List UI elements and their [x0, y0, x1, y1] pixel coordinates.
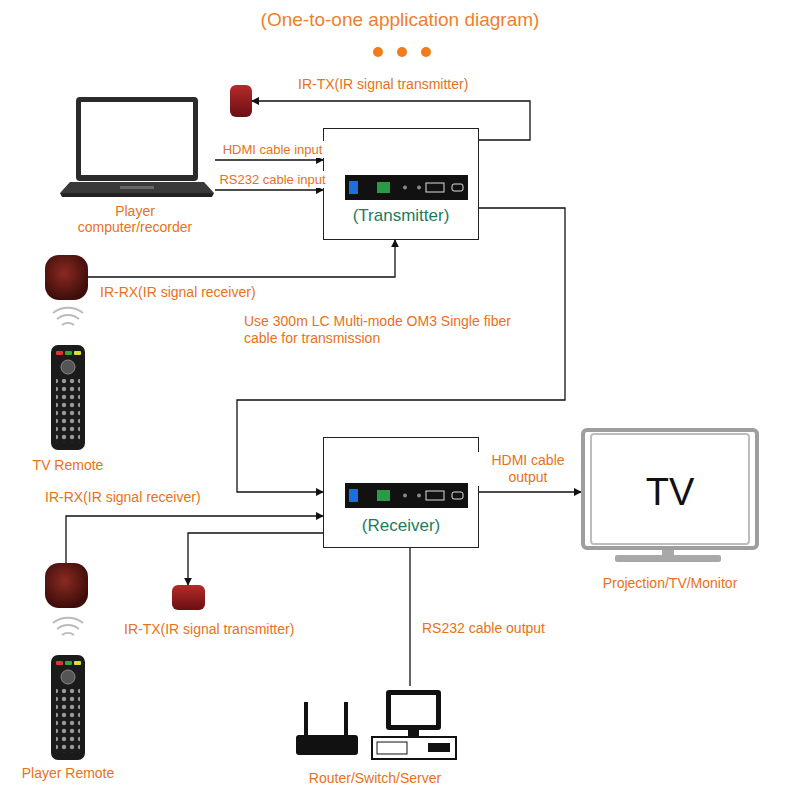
decor-dot: [397, 47, 407, 57]
connector-label: HDMI cable input: [221, 141, 325, 158]
laptop-touchpad: [120, 186, 154, 189]
router-server-icon: Router/Switch/Server: [290, 686, 460, 760]
connector-label: RS232 cable input: [217, 171, 327, 188]
server-case: [372, 737, 456, 759]
connector-label: RS232 cable output: [420, 620, 547, 637]
laptop-screen: [76, 97, 198, 181]
diagram-title: (One-to-one application diagram): [0, 9, 800, 31]
device-caption: Player Remote: [18, 765, 118, 781]
monitor: [386, 690, 441, 730]
connector: [215, 159, 323, 160]
monitor-neck: [408, 730, 419, 737]
connector: [215, 189, 323, 190]
ir-emitter: IR-TX(IR signal transmitter): [230, 85, 252, 117]
ir-receiver: IR-RX(IR signal receiver): [45, 255, 88, 300]
device-caption: Projection/TV/Monitor: [570, 575, 770, 591]
router-body: [296, 735, 358, 755]
ir-emitter: IR-TX(IR signal transmitter): [172, 585, 205, 610]
device-caption: IR-TX(IR signal transmitter): [298, 76, 468, 92]
ir-emitter: [172, 585, 205, 610]
laptop-display: [81, 102, 193, 175]
router-antenna: [304, 702, 308, 736]
laptop-icon: Player computer/recorder: [55, 95, 215, 198]
connector: [88, 240, 395, 277]
ir-receiver: [45, 563, 88, 608]
device-caption: Router/Switch/Server: [275, 770, 475, 786]
ir-receiver: IR-RX(IR signal receiver): [45, 563, 88, 608]
connector-label: HDMI cable output: [478, 452, 578, 486]
tv-stand: [615, 555, 721, 562]
screen-text: TV: [585, 470, 755, 514]
remote-control: Player Remote: [50, 655, 86, 760]
device-caption: TV Remote: [18, 457, 118, 473]
remote-control: TV Remote: [50, 345, 86, 450]
tv-monitor: TVProjection/TV/Monitor: [581, 428, 759, 550]
monitor-screen: [391, 695, 436, 725]
decor-dot: [373, 47, 383, 57]
connector: [252, 101, 530, 140]
ir-receiver: [45, 255, 88, 300]
connector: [479, 491, 581, 492]
connector: [237, 208, 565, 492]
receiver-box: (Receiver): [323, 437, 479, 548]
device-caption: IR-RX(IR signal receiver): [100, 284, 256, 300]
connector: [66, 516, 323, 563]
laptop-base: [60, 182, 214, 193]
decor-dot: [421, 47, 431, 57]
ir-emitter: [230, 85, 252, 117]
remote-control: [51, 618, 85, 760]
device-caption: Player computer/recorder: [60, 203, 210, 235]
device-caption: IR-TX(IR signal transmitter): [124, 621, 294, 637]
remote-control: [51, 308, 85, 450]
router-antenna: [344, 702, 348, 736]
server-slots: [377, 742, 407, 754]
box-title: (Transmitter): [324, 208, 478, 224]
device-panel: [345, 175, 468, 200]
laptop-edge: [60, 193, 214, 197]
transmitter-box: (Transmitter): [323, 128, 479, 240]
box-title: (Receiver): [324, 518, 478, 534]
device-caption: IR-RX(IR signal receiver): [45, 489, 201, 505]
connector: [188, 533, 323, 585]
server-drive: [428, 743, 450, 752]
connector-label: Use 300m LC Multi-mode OM3 Single fiber …: [242, 313, 546, 347]
device-panel: [345, 483, 468, 508]
connector: [409, 548, 410, 686]
